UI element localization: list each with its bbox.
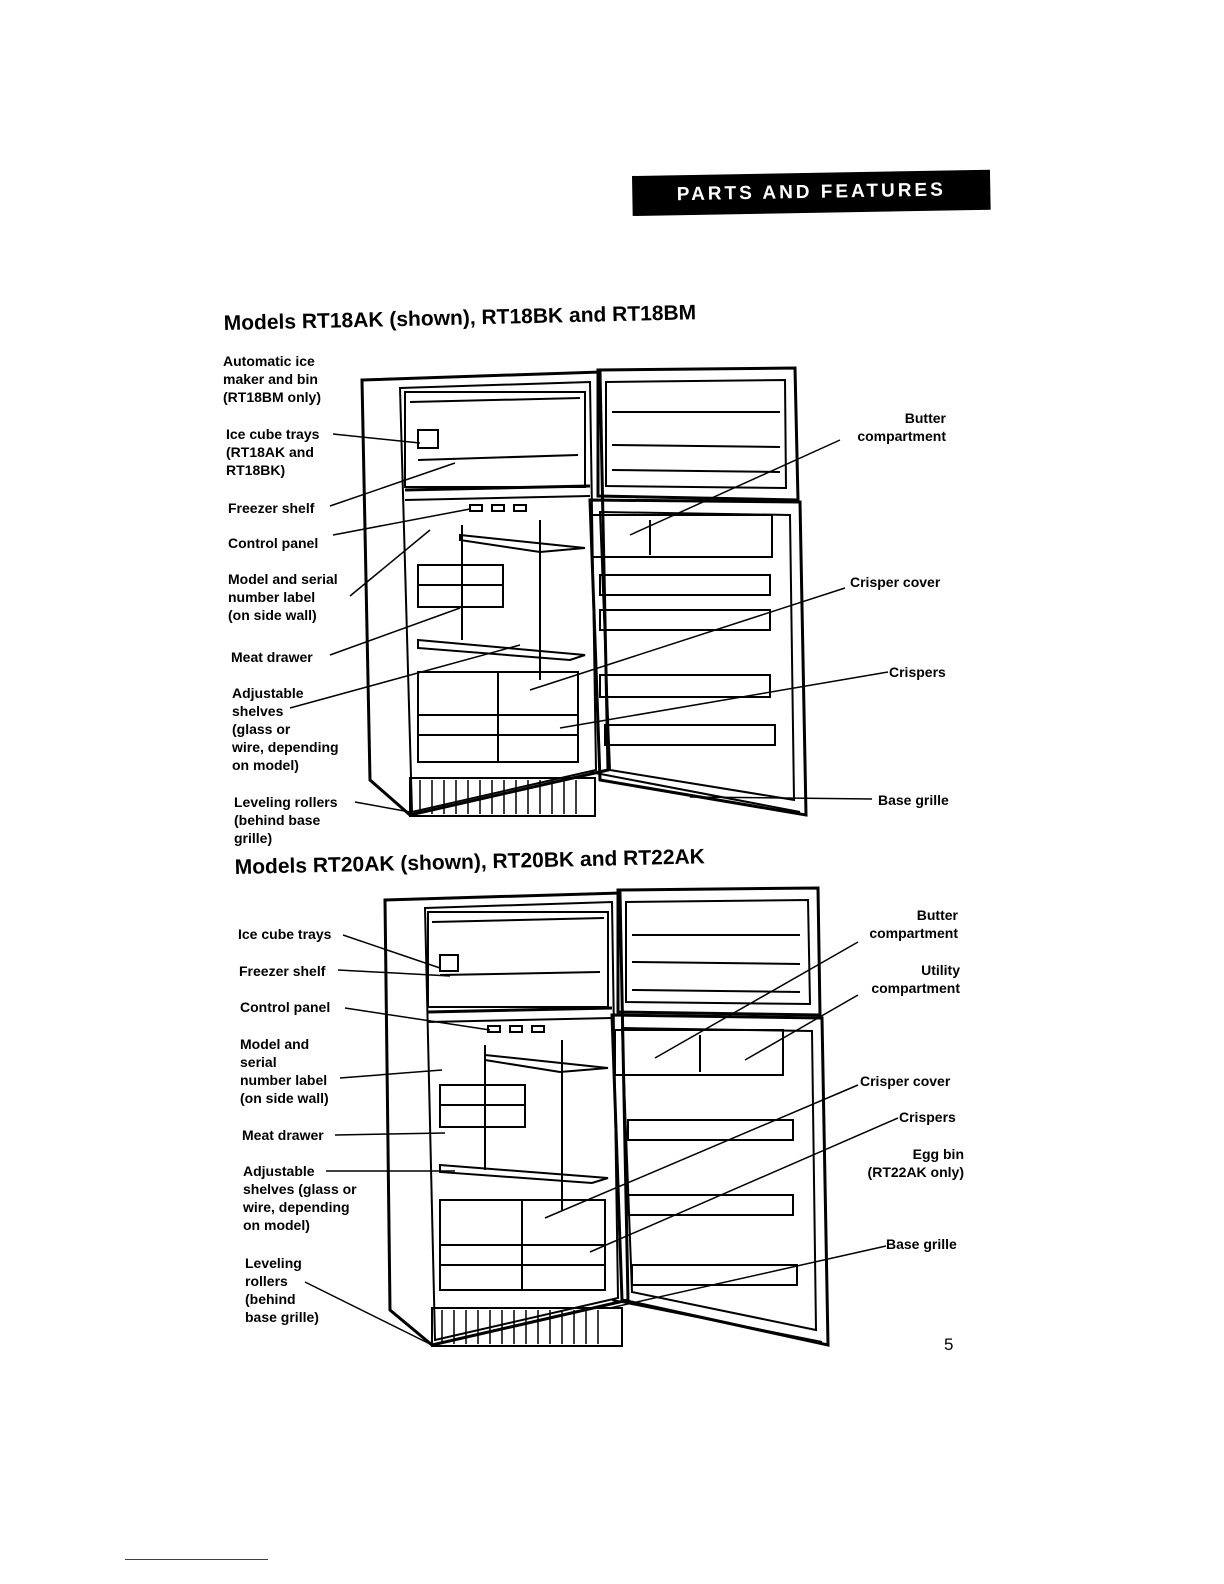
label-crispers-1: Crispers	[889, 664, 946, 680]
label-ice-cube-trays-1: Ice cube trays (RT18AK and RT18BK)	[226, 426, 320, 478]
label-egg-bin-2: Egg bin (RT22AK only)	[867, 1146, 964, 1180]
label-automatic-ice-maker: Automatic ice maker and bin (RT18BM only…	[223, 353, 321, 405]
label-crispers-2: Crispers	[899, 1109, 956, 1125]
label-crisper-cover-1: Crisper cover	[850, 574, 941, 590]
label-model-serial-1: Model and serial number label (on side w…	[228, 571, 338, 623]
label-leveling-rollers-1: Leveling rollers (behind base grille)	[234, 794, 338, 846]
label-base-grille-2: Base grille	[886, 1236, 957, 1252]
label-meat-drawer-1: Meat drawer	[231, 649, 313, 665]
label-control-panel-1: Control panel	[228, 535, 319, 551]
label-crisper-cover-2: Crisper cover	[860, 1073, 951, 1089]
label-leveling-rollers-2: Leveling rollers (behind base grille)	[245, 1255, 319, 1325]
label-adjustable-shelves-2: Adjustable shelves (glass or wire, depen…	[243, 1163, 357, 1233]
label-butter-compartment-1: Butter compartment	[857, 410, 946, 444]
label-meat-drawer-2: Meat drawer	[242, 1127, 324, 1143]
label-model-serial-2: Model and serial number label (on side w…	[240, 1036, 329, 1106]
refrigerator-diagram-2	[383, 886, 830, 1347]
label-adjustable-shelves-1: Adjustable shelves (glass or wire, depen…	[232, 685, 339, 773]
footer-rule	[125, 1559, 268, 1560]
refrigerator-diagram-1	[360, 366, 808, 817]
label-utility-compartment-2: Utility compartment	[871, 962, 960, 996]
label-ice-cube-trays-2: Ice cube trays	[238, 926, 332, 942]
label-butter-compartment-2: Butter compartment	[869, 907, 958, 941]
label-freezer-shelf-1: Freezer shelf	[228, 500, 315, 516]
label-base-grille-1: Base grille	[878, 792, 949, 808]
page-number: 5	[944, 1335, 954, 1354]
label-freezer-shelf-2: Freezer shelf	[239, 963, 326, 979]
label-control-panel-2: Control panel	[240, 999, 331, 1015]
